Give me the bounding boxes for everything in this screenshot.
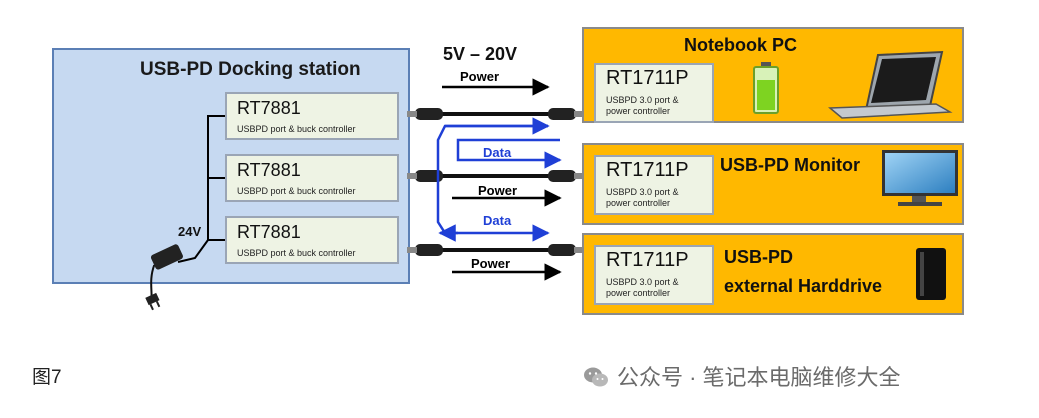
controller-desc: USBPD port & buck controller bbox=[237, 186, 356, 196]
figure-caption: 图7 bbox=[32, 367, 62, 388]
controller-box-2: RT7881 USBPD port & buck controller bbox=[225, 154, 399, 202]
usb-c-cable-2 bbox=[407, 170, 584, 182]
input-voltage-label: 24V bbox=[178, 224, 202, 239]
wechat-icon bbox=[583, 366, 609, 388]
laptop-icon bbox=[828, 50, 953, 119]
voltage-range-label: 5V – 20V bbox=[443, 44, 518, 64]
power-label-2: Power bbox=[478, 183, 518, 198]
chip-desc-line2: power controller bbox=[606, 106, 671, 116]
controller-box-3: RT7881 USBPD port & buck controller bbox=[225, 216, 399, 264]
device-title: Notebook PC bbox=[684, 35, 798, 55]
chip-desc-line1: USBPD 3.0 port & bbox=[606, 277, 679, 287]
chip-desc-line2: power controller bbox=[606, 198, 671, 208]
usb-c-cable-3 bbox=[407, 244, 584, 256]
data-label-1: Data bbox=[483, 145, 512, 160]
watermark-text: 公众号 · 笔记本电脑维修大全 bbox=[617, 365, 901, 390]
rt1711p-chip: RT1711P USBPD 3.0 port & power controlle… bbox=[594, 63, 714, 123]
usb-c-cable-1 bbox=[407, 108, 584, 120]
monitor-icon bbox=[882, 150, 958, 206]
power-bus-24v bbox=[177, 115, 225, 263]
watermark: 公众号 · 笔记本电脑维修大全 bbox=[583, 360, 901, 392]
device-title: USB-PD Monitor bbox=[720, 155, 860, 175]
device-title-line2: external Harddrive bbox=[724, 276, 883, 296]
power-label-1: Power bbox=[460, 69, 500, 84]
controller-desc: USBPD port & buck controller bbox=[237, 248, 356, 258]
rt1711p-chip: RT1711P USBPD 3.0 port & power controlle… bbox=[594, 155, 714, 215]
chip-desc-line1: USBPD 3.0 port & bbox=[606, 187, 679, 197]
chip-desc-line1: USBPD 3.0 port & bbox=[606, 95, 679, 105]
power-adapter-icon bbox=[145, 244, 183, 311]
chip-name: RT1711P bbox=[606, 159, 689, 181]
data-arrows bbox=[436, 117, 562, 242]
rt1711p-chip: RT1711P USBPD 3.0 port & power controlle… bbox=[594, 245, 714, 305]
docking-station-title: USB-PD Docking station bbox=[140, 59, 361, 80]
chip-name: RT1711P bbox=[606, 67, 689, 89]
usb-pd-harddrive-box: USB-PD external Harddrive RT1711P USBPD … bbox=[582, 233, 964, 315]
device-title-line1: USB-PD bbox=[724, 247, 794, 267]
controller-name: RT7881 bbox=[237, 222, 301, 242]
controller-name: RT7881 bbox=[237, 98, 301, 118]
harddrive-icon bbox=[916, 248, 946, 300]
power-label-3: Power bbox=[471, 256, 511, 271]
battery-icon bbox=[753, 62, 779, 114]
controller-box-1: RT7881 USBPD port & buck controller bbox=[225, 92, 399, 140]
controller-desc: USBPD port & buck controller bbox=[237, 124, 356, 134]
chip-name: RT1711P bbox=[606, 249, 689, 271]
controller-name: RT7881 bbox=[237, 160, 301, 180]
chip-desc-line2: power controller bbox=[606, 288, 671, 298]
data-label-2: Data bbox=[483, 213, 512, 228]
